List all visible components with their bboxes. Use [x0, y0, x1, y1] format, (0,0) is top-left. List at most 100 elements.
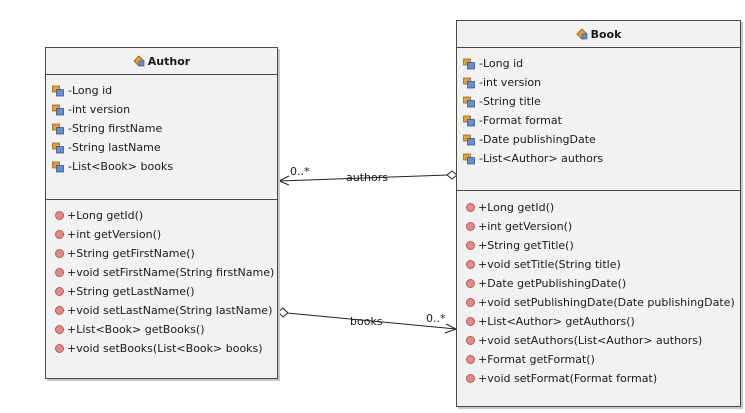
operation-row: +String getLastName()	[52, 282, 277, 301]
operation-row: +Date getPublishingDate()	[463, 274, 740, 293]
attribute-row: -String lastName	[52, 138, 277, 157]
field-icon	[463, 115, 475, 126]
method-icon	[55, 344, 64, 353]
operation-text: +String getTitle()	[478, 239, 574, 252]
method-icon	[55, 268, 64, 277]
method-icon	[466, 336, 475, 345]
operation-row: +List<Book> getBooks()	[52, 320, 277, 339]
method-icon	[55, 249, 64, 258]
operation-text: +void setBooks(List<Book> books)	[67, 342, 263, 355]
method-icon	[466, 317, 475, 326]
method-icon	[466, 203, 475, 212]
operation-text: +void setPublishingDate(Date publishingD…	[478, 296, 735, 309]
field-icon	[52, 85, 64, 96]
operation-row: +int getVersion()	[463, 217, 740, 236]
operation-row: +Long getId()	[52, 206, 277, 225]
book-class[interactable]: Book -Long id -int version -String title…	[456, 20, 741, 407]
operation-text: +void setFirstName(String firstName)	[67, 266, 275, 279]
book-class-name: Book	[590, 27, 622, 41]
method-icon	[466, 279, 475, 288]
attribute-row: -String title	[463, 92, 740, 111]
operation-row: +String getFirstName()	[52, 244, 277, 263]
field-icon	[52, 142, 64, 153]
book-operations: +Long getId() +int getVersion() +String …	[457, 191, 740, 388]
attribute-row: -int version	[52, 100, 277, 119]
operation-text: +int getVersion()	[478, 220, 573, 233]
author-class-name: Author	[147, 54, 191, 68]
attribute-text: -String title	[479, 95, 541, 108]
operation-text: +void setTitle(String title)	[478, 258, 621, 271]
operation-text: +List<Book> getBooks()	[67, 323, 205, 336]
method-icon	[466, 222, 475, 231]
operation-text: +Long getId()	[478, 201, 555, 214]
authors-association[interactable]	[277, 170, 458, 186]
field-icon	[52, 161, 64, 172]
field-icon	[52, 123, 64, 134]
method-icon	[466, 241, 475, 250]
books-label: books	[350, 315, 383, 328]
field-icon	[463, 153, 475, 164]
operation-text: +int getVersion()	[67, 228, 162, 241]
operation-row: +Long getId()	[463, 198, 740, 217]
attribute-text: -List<Book> books	[68, 160, 174, 173]
attribute-row: -Long id	[463, 54, 740, 73]
operation-text: +Long getId()	[67, 209, 144, 222]
attribute-row: -Format format	[463, 111, 740, 130]
operation-text: +Date getPublishingDate()	[478, 277, 627, 290]
aggregation-diamond-author	[277, 307, 289, 318]
aggregation-diamond-book	[446, 170, 458, 180]
operation-row: +Format getFormat()	[463, 350, 740, 369]
attribute-row: -Date publishingDate	[463, 130, 740, 149]
attribute-text: -Format format	[479, 114, 562, 127]
author-attributes: -Long id -int version -String firstName …	[46, 75, 277, 200]
field-icon	[463, 134, 475, 145]
operation-text: +void setAuthors(List<Author> authors)	[478, 334, 703, 347]
attribute-row: -String firstName	[52, 119, 277, 138]
attribute-row: -List<Book> books	[52, 157, 277, 176]
operation-row: +void setFirstName(String firstName)	[52, 263, 277, 282]
attribute-text: -Long id	[68, 84, 113, 97]
method-icon	[55, 306, 64, 315]
class-icon	[576, 28, 588, 40]
operation-text: +void setFormat(Format format)	[478, 372, 658, 385]
class-icon	[133, 55, 145, 67]
book-class-header: Book	[457, 21, 740, 48]
attribute-text: -String firstName	[68, 122, 163, 135]
attribute-row: -Long id	[52, 81, 277, 100]
method-icon	[55, 211, 64, 220]
author-class[interactable]: Author -Long id -int version -String fir…	[45, 47, 278, 379]
author-class-header: Author	[46, 48, 277, 75]
operation-text: +String getLastName()	[67, 285, 195, 298]
operation-text: +List<Author> getAuthors()	[478, 315, 635, 328]
method-icon	[466, 260, 475, 269]
field-icon	[463, 58, 475, 69]
operation-row: +void setAuthors(List<Author> authors)	[463, 331, 740, 350]
attribute-text: -Date publishingDate	[479, 133, 596, 146]
books-association[interactable]	[277, 307, 458, 334]
operation-row: +void setFormat(Format format)	[463, 369, 740, 388]
method-icon	[466, 355, 475, 364]
authors-multiplicity: 0..*	[290, 165, 310, 178]
method-icon	[466, 298, 475, 307]
arrowhead-author	[277, 175, 290, 186]
attribute-text: -int version	[479, 76, 542, 89]
operation-row: +List<Author> getAuthors()	[463, 312, 740, 331]
authors-label: authors	[346, 171, 388, 184]
operation-text: +Format getFormat()	[478, 353, 595, 366]
attribute-row: -int version	[463, 73, 740, 92]
book-attributes: -Long id -int version -String title -For…	[457, 48, 740, 191]
attribute-text: -Long id	[479, 57, 524, 70]
method-icon	[55, 230, 64, 239]
attribute-text: -int version	[68, 103, 131, 116]
operation-row: +void setPublishingDate(Date publishingD…	[463, 293, 740, 312]
operation-text: +void setLastName(String lastName)	[67, 304, 273, 317]
method-icon	[55, 287, 64, 296]
attribute-text: -List<Author> authors	[479, 152, 604, 165]
books-multiplicity: 0..*	[426, 312, 446, 325]
operation-row: +void setTitle(String title)	[463, 255, 740, 274]
author-operations: +Long getId() +int getVersion() +String …	[46, 200, 277, 358]
field-icon	[463, 96, 475, 107]
operation-row: +String getTitle()	[463, 236, 740, 255]
operation-row: +void setLastName(String lastName)	[52, 301, 277, 320]
